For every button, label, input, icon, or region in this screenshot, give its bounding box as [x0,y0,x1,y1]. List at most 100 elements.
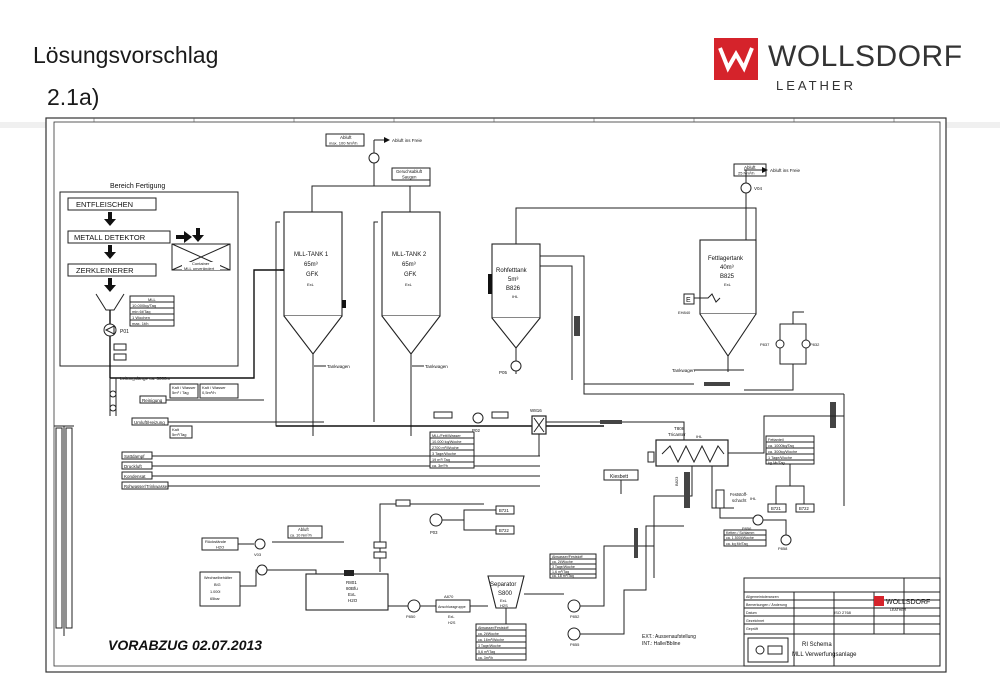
svg-text:V03: V03 [254,552,262,557]
svg-text:IHL: IHL [750,496,757,501]
rueckstaende-box: Rückstände H2O V03 [201,537,266,557]
svg-text:P05: P05 [499,370,508,375]
svg-text:ca. 3m³/h: ca. 3m³/h [478,656,493,660]
svg-text:MLL Verwerfungsanlage: MLL Verwerfungsanlage [792,652,857,658]
svg-text:Abluft: Abluft [744,165,756,170]
container-label-1: Container [192,261,210,266]
abluft-small-table: Abluft ca. 10 Nm³/h [272,525,344,543]
fettlagertank: Fettlagertank 40m³ B825 ExL E EH840 Tank… [672,239,757,373]
abwasser-table: Abwasser/Feststoff ca. 2t/Woche 3 Tage/W… [549,553,597,579]
wechselbehaelter: Wechselbehälter BIG 1.000l 65bar [199,564,294,607]
svg-text:40m³: 40m³ [720,265,734,271]
exhaust-right: Abluft 25 Nm³/h Abluft ins Freie V04 [733,163,801,240]
svg-text:P837: P837 [760,342,770,347]
svg-text:S800: S800 [498,591,513,597]
lower-mid-process: P03 B721 B722 [373,499,515,572]
svg-text:GFK: GFK [404,272,416,278]
svg-text:T808: T808 [674,426,685,431]
svg-text:3 Tage/Woche: 3 Tage/Woche [478,644,501,648]
container-label-2: MLL unverändert [184,266,215,271]
svg-text:Kondensat: Kondensat [124,474,146,479]
step-entfleischen-label: ENTFLEISCHEN [76,200,133,209]
svg-text:Abwasser/Feststoff: Abwasser/Feststoff [478,626,509,630]
svg-text:schacht: schacht [732,498,747,503]
svg-text:5m³: 5m³ [508,277,518,283]
exhaust-top: Abluft max. 100 Nm³/h Abluft ins Freie G… [311,133,431,212]
svg-text:65m³: 65m³ [304,262,318,268]
svg-text:ISO 2768: ISO 2768 [834,610,852,615]
kiesbett-label: Kiesbett [610,474,629,480]
svg-text:10.000 kg/Woche: 10.000 kg/Woche [432,440,461,444]
svg-text:1 Tage/Woche: 1 Tage/Woche [768,456,792,460]
svg-text:ca. 1.500t/Woche: ca. 1.500t/Woche [726,536,754,540]
svg-text:Tankwagen: Tankwagen [425,364,448,369]
svg-text:B826: B826 [506,286,521,292]
svg-text:A870: A870 [444,594,454,599]
svg-text:Abluft: Abluft [298,527,310,532]
svg-text:Rohfetttank: Rohfetttank [496,268,528,274]
svg-text:MLL: MLL [148,297,157,302]
svg-text:B722: B722 [799,506,809,511]
svg-text:80Bfu: 80Bfu [346,586,358,591]
svg-text:P03: P03 [430,530,438,535]
svg-text:19 m³/ Tag: 19 m³/ Tag [432,458,450,462]
svg-text:Anschlussgruppe: Anschlussgruppe [438,605,466,609]
svg-text:0,5m³/h: 0,5m³/h [202,390,216,395]
svg-text:ca. 10 Nm³/h: ca. 10 Nm³/h [290,534,312,538]
area-fertigung-box [59,191,239,367]
svg-text:H2S: H2S [448,621,456,625]
svg-text:max. 1t/h: max. 1t/h [132,321,148,326]
svg-text:Geprüft: Geprüft [746,627,758,631]
svg-text:1.000l: 1.000l [210,590,221,594]
svg-text:Rückstände: Rückstände [205,539,227,544]
svg-text:MLL-TANK 1: MLL-TANK 1 [294,252,329,258]
pid-diagram: Bereich Fertigung ENTFLEISCHEN METALL DE… [45,117,947,673]
svg-text:max. 100 Nm³/h: max. 100 Nm³/h [329,141,357,146]
svg-text:3 Tage/Woche: 3 Tage/Woche [432,452,456,456]
svg-text:Separator: Separator [490,582,516,588]
svg-text:V04: V04 [754,186,763,191]
company-logo: WOLLSDORF LEATHER [714,36,962,96]
svg-text:ExL: ExL [500,598,508,603]
svg-text:Ketten / Schlamm: Ketten / Schlamm [726,531,754,535]
sheet-inner-frame [53,121,941,667]
svg-text:min 6t/Tag: min 6t/Tag [132,309,150,314]
logo-name: WOLLSDORF [768,40,963,73]
utilities-list: Reinigung Umluft/Heizung Sattdampf Druck… [121,395,169,490]
rohfetttank: Rohfetttank 5m³ B826 IHL P05 [488,207,844,395]
svg-text:ca. 18 m³/Tag: ca. 18 m³/Tag [552,574,574,578]
svg-text:MLL-TANK 2: MLL-TANK 2 [392,252,427,258]
reactor-r801: R801 80Bfu ExL H2O P850 A870 Anschlussgr… [294,569,488,625]
svg-text:2700 m³/Woche: 2700 m³/Woche [432,446,459,450]
logo-sub: LEATHER [776,78,856,93]
svg-text:Reinigung: Reinigung [142,398,163,403]
svg-text:Rohwasser/Trinkwasser: Rohwasser/Trinkwasser [124,484,169,489]
area-title: Bereich Fertigung [110,183,165,190]
pump-p01-label: P01 [120,329,129,335]
svg-text:ca. kg Mr/Tag: ca. kg Mr/Tag [726,542,748,546]
svg-text:10.000kg/Tag: 10.000kg/Tag [132,303,156,308]
svg-text:Saugen: Saugen [402,175,417,180]
svg-text:RI Schema: RI Schema [802,642,832,648]
svg-text:Feststoff-: Feststoff- [730,492,748,497]
svg-text:Druckluft: Druckluft [124,464,143,469]
tanks-b721-b722-right: B721 B722 [767,464,815,513]
mll-tank-1: MLL-TANK 1 65m³ GFK ExL Tankwagen [283,211,350,436]
svg-text:3 Tage/Woche: 3 Tage/Woche [552,565,575,569]
svg-text:ca. 300kg/Woche: ca. 300kg/Woche [768,450,797,454]
svg-text:ExL: ExL [448,615,455,619]
svg-text:kg Mr/Tag: kg Mr/Tag [768,461,785,465]
step-zerkleinerer [67,263,157,277]
ketten-schlamm-table: Ketten / Schlamm ca. 1.500t/Woche ca. kg… [723,529,767,547]
legend-int: INT.: Halle/Bbline [642,641,681,647]
feed-line [110,269,284,379]
slide-subtitle: 2.1a) [47,84,100,110]
svg-text:B721: B721 [499,508,509,513]
fettanteil-table: Fettanteil ca. 1000kg/Tag ca. 300kg/Woch… [765,435,815,465]
svg-text:BIG: BIG [214,583,221,587]
svg-text:1 Wochen: 1 Wochen [132,315,150,320]
svg-text:WOLLSDORF: WOLLSDORF [886,599,930,606]
mll-tank-2: MLL-TANK 2 65m³ GFK ExL Tankwagen [381,211,448,436]
slide-title: Lösungsvorschlag [33,42,219,68]
svg-text:H2O: H2O [216,545,224,550]
